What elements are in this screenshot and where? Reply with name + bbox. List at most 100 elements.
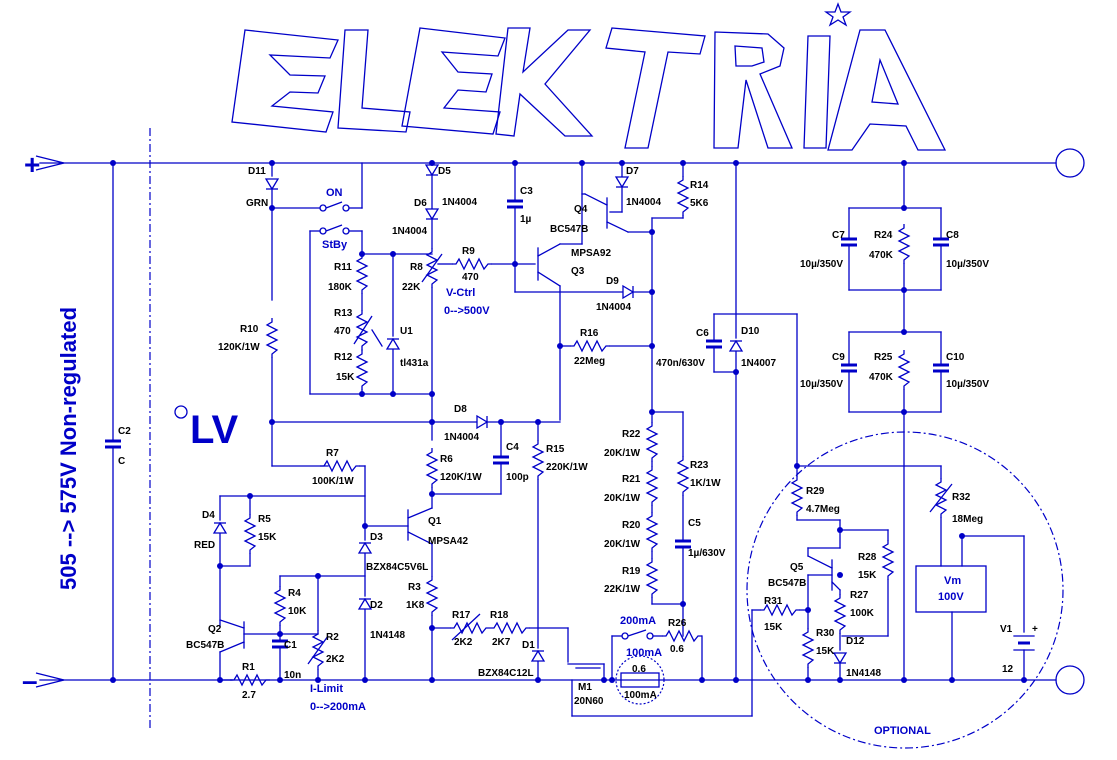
D10-val: 1N4007 <box>741 358 776 369</box>
R23-ref: R23 <box>690 460 709 471</box>
optional-wiring <box>571 465 1035 717</box>
R22-val: 20K/1W <box>604 448 641 459</box>
D6-ref: D6 <box>414 198 427 209</box>
ilimit-title: I-Limit <box>310 683 343 695</box>
reference-divider <box>353 253 433 395</box>
Q4-ref: Q4 <box>574 204 588 215</box>
D1-val: BZX84C12L <box>478 668 534 679</box>
R9-val: 470 <box>462 272 479 283</box>
battery-value: 12 <box>1002 664 1014 675</box>
D2-val: 1N4148 <box>370 630 405 641</box>
R29-val: 4.7Meg <box>806 504 840 515</box>
meter-value: 100V <box>938 591 964 603</box>
R4-val: 10K <box>288 606 307 617</box>
C9-val: 10µ/350V <box>800 379 843 390</box>
stby-switch-label[interactable]: StBy <box>322 239 348 251</box>
Rs100-ref: 0.6 <box>632 664 646 675</box>
R29-ref: R29 <box>806 486 825 497</box>
C9-ref: C9 <box>832 352 845 363</box>
R28-ref: R28 <box>858 552 877 563</box>
optional-region <box>746 431 1064 749</box>
D11-ref: D11 <box>248 166 266 177</box>
R5-ref: R5 <box>258 514 271 525</box>
C5-val: 1µ/630V <box>688 548 726 559</box>
Q3-val: MPSA92 <box>571 248 611 259</box>
R12-ref: R12 <box>334 352 353 363</box>
Rs100-val: 100mA <box>624 690 657 701</box>
D12-val: 1N4148 <box>846 668 881 679</box>
M1-val: 20N60 <box>574 696 604 707</box>
R5-val: 15K <box>258 532 277 543</box>
R12-val: 15K <box>336 372 355 383</box>
R31-ref: R31 <box>764 596 783 607</box>
D11-val: GRN <box>246 198 268 209</box>
R32-ref: R32 <box>952 492 971 503</box>
battery-plus: + <box>1032 624 1038 635</box>
C10-val: 10µ/350V <box>946 379 989 390</box>
R13-ref: R13 <box>334 308 353 319</box>
R13-val: 470 <box>334 326 351 337</box>
R28-val: 15K <box>858 570 877 581</box>
C3-ref: C3 <box>520 186 533 197</box>
D2-ref: D2 <box>370 600 383 611</box>
R22-ref: R22 <box>622 429 641 440</box>
R26-ref: R26 <box>668 618 687 629</box>
R6-val: 120K/1W <box>440 472 482 483</box>
elektria-logo <box>231 27 947 151</box>
R3-val: 1K8 <box>406 600 425 611</box>
vctrl-title: V-Ctrl <box>446 287 475 299</box>
R32-val: 18Meg <box>952 514 983 525</box>
C1-ref: C1 <box>284 640 297 651</box>
star-icon <box>823 2 853 27</box>
R19-ref: R19 <box>622 566 641 577</box>
left-branch-wiring <box>265 162 433 527</box>
R26-val: 0.6 <box>670 644 684 655</box>
R31-val: 15K <box>764 622 783 633</box>
R8-val: 22K <box>402 282 421 293</box>
D7-val: 1N4004 <box>626 197 661 208</box>
R18-ref: R18 <box>490 610 509 621</box>
D5-ref: D5 <box>438 166 451 177</box>
shunt-highlight <box>615 655 665 705</box>
capacitor-bank <box>839 162 951 681</box>
R11-ref: R11 <box>334 262 352 273</box>
R1-ref: R1 <box>242 662 255 673</box>
C7-ref: C7 <box>832 230 845 241</box>
D6b-val: 1N4004 <box>392 226 427 237</box>
on-switch-label[interactable]: ON <box>326 187 343 199</box>
meter-name: Vm <box>944 575 961 587</box>
junction-dots <box>110 160 1027 683</box>
R24-ref: R24 <box>874 230 893 241</box>
output-wiring <box>559 162 798 681</box>
R16-ref: R16 <box>580 328 599 339</box>
Q1-ref: Q1 <box>428 516 442 527</box>
Q5-val: BC547B <box>768 578 806 589</box>
R7-ref: R7 <box>326 448 339 459</box>
battery-ref: V1 <box>1000 624 1013 635</box>
D8-ref: D8 <box>454 404 467 415</box>
D4-ref: D4 <box>202 510 215 521</box>
R17-ref: R17 <box>452 610 471 621</box>
R8-ref: R8 <box>410 262 423 273</box>
C8-val: 10µ/350V <box>946 259 989 270</box>
R20-ref: R20 <box>622 520 641 531</box>
C2-capacitor <box>103 162 123 681</box>
R10-val: 120K/1W <box>218 342 260 353</box>
ilimit-range: 0-->200mA <box>310 701 366 713</box>
R21-val: 20K/1W <box>604 493 641 504</box>
R24-val: 470K <box>869 250 894 261</box>
C3-val: 1µ <box>520 214 532 225</box>
i200-switch-label[interactable]: 200mA <box>620 615 656 627</box>
rails <box>35 148 1085 695</box>
Q2-ref: Q2 <box>208 624 222 635</box>
i100-switch-label[interactable]: 100mA <box>626 647 662 659</box>
D12-ref: D12 <box>846 636 865 647</box>
D9-val: 1N4004 <box>596 302 631 313</box>
Q1-val: MPSA42 <box>428 536 468 547</box>
D3-val: BZX84C5V6L <box>366 562 428 573</box>
R25-ref: R25 <box>874 352 893 363</box>
C4-ref: C4 <box>506 442 519 453</box>
U1-ref: U1 <box>400 326 413 337</box>
R21-ref: R21 <box>622 474 641 485</box>
